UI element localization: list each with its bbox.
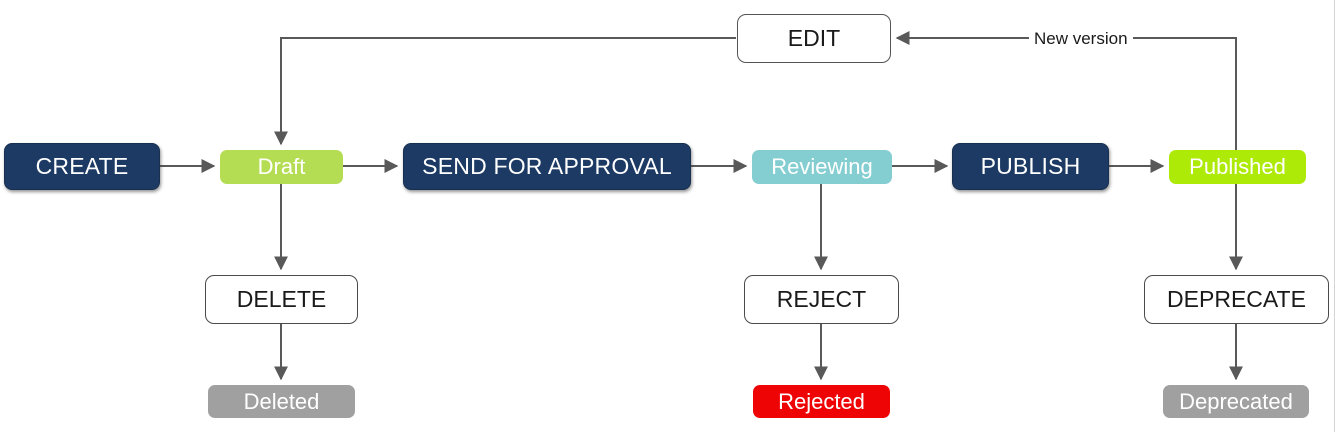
node-send-for-approval[interactable]: SEND FOR APPROVAL [403, 143, 691, 190]
node-deleted[interactable]: Deleted [208, 385, 355, 418]
node-edit[interactable]: EDIT [737, 14, 891, 63]
node-reject[interactable]: REJECT [744, 275, 899, 324]
node-deprecated[interactable]: Deprecated [1163, 385, 1309, 418]
node-delete[interactable]: DELETE [205, 275, 358, 324]
edge-edit-to-draft [274, 37, 736, 146]
edge-label-new-version: New version [1029, 30, 1133, 47]
node-draft[interactable]: Draft [220, 150, 343, 184]
node-published[interactable]: Published [1169, 150, 1306, 184]
node-publish[interactable]: PUBLISH [952, 143, 1109, 190]
node-reviewing[interactable]: Reviewing [752, 150, 892, 184]
edge-published-to-edit [895, 31, 1237, 150]
node-rejected[interactable]: Rejected [753, 385, 890, 418]
node-deprecate[interactable]: DEPRECATE [1144, 275, 1329, 324]
node-create[interactable]: CREATE [4, 143, 160, 190]
